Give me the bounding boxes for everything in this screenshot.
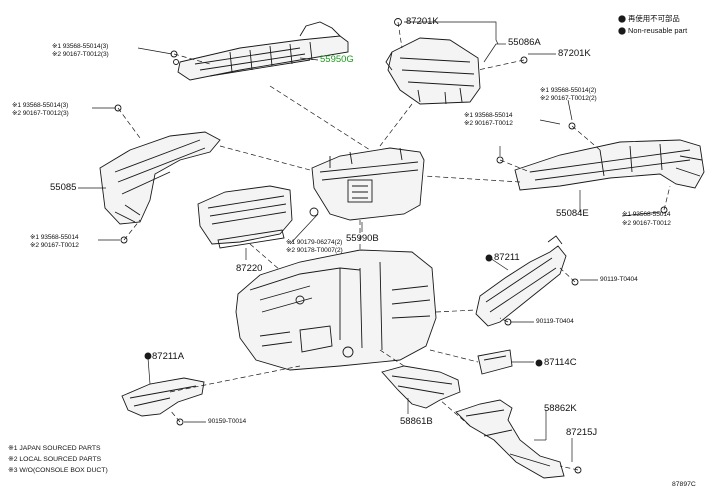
sublabel-ml-2[interactable]: ※2 90167-T0012(3) (12, 110, 69, 117)
part-label-87201K-right[interactable]: 87201K (558, 48, 591, 59)
legend-nonreusable-dot (618, 27, 626, 35)
part-label-55085[interactable]: 55085 (50, 182, 77, 193)
sublabel-cl-1[interactable]: ※1 90179-06274(2) (286, 239, 343, 246)
fasteners (114, 18, 668, 474)
sublabel-ll-2[interactable]: ※2 90167-T0012 (30, 242, 79, 249)
part-87220-shape[interactable] (197, 185, 293, 249)
legend-nonreusable-label: Non-reusable part (628, 26, 688, 35)
part-label-87211A[interactable]: 87211A (152, 351, 185, 362)
part-label-87201K-top[interactable]: 87201K (406, 16, 439, 27)
part-87211A-shape[interactable] (121, 377, 205, 417)
part-55950G-shape[interactable] (177, 21, 349, 81)
sublabel-rm-1[interactable]: ※1 93568-55014 (464, 112, 513, 119)
sublabel-rb-2[interactable]: ※2 90167-T0012 (622, 220, 671, 227)
sublabel-rt-2[interactable]: ※2 90167-T0012(2) (540, 95, 597, 102)
part-55084E-shape[interactable] (514, 139, 705, 191)
part-label-87215J[interactable]: 87215J (566, 427, 598, 438)
part-label-55086A[interactable]: 55086A (508, 37, 541, 48)
part-label-87211[interactable]: 87211 (494, 252, 520, 263)
part-label-55950G[interactable]: 55950G (320, 54, 354, 65)
sublabel-cl-2[interactable]: ※2 90178-T0007(2) (286, 247, 343, 254)
sublabel-rm-2[interactable]: ※2 90167-T0012 (464, 120, 513, 127)
part-label-58861B[interactable]: 58861B (400, 416, 433, 427)
sublabel-ml-1[interactable]: ※1 93568-55014(3) (12, 102, 69, 109)
part-label-58862K[interactable]: 58862K (544, 403, 577, 414)
part-label-90119-T0404-b[interactable]: 90119-T0404 (536, 318, 574, 325)
part-87211-shape[interactable] (475, 235, 567, 327)
sublabel-rb-1[interactable]: ※1 93568-55014 (622, 211, 671, 218)
part-87114C-shape[interactable] (477, 349, 513, 375)
footnote-1: ※1 JAPAN SOURCED PARTS (8, 445, 101, 452)
part-55990B-shape[interactable] (311, 147, 425, 221)
diagram-code: 87897C (672, 481, 696, 488)
part-label-87114C[interactable]: 87114C (544, 357, 577, 368)
part-55086A-shape[interactable] (385, 37, 481, 105)
sublabel-tl-2[interactable]: ※2 90167-T0012(3) (52, 51, 109, 58)
legend-reusable-dot (618, 15, 626, 23)
sublabel-ll-1[interactable]: ※1 93568-55014 (30, 234, 79, 241)
part-hvac-unit-shape (235, 249, 437, 371)
leader-lines (78, 21, 661, 462)
part-58861B-shape[interactable] (381, 365, 461, 409)
footnote-3: ※3 W/O(CONSOLE BOX DUCT) (8, 467, 108, 474)
sublabel-rt-1[interactable]: ※1 93568-55014(2) (540, 87, 597, 94)
part-label-90159-T0014[interactable]: 90159-T0014 (208, 418, 247, 425)
part-58862K-shape[interactable] (455, 399, 565, 479)
sublabel-tl-1[interactable]: ※1 93568-55014(3) (52, 43, 109, 50)
part-55085-shape[interactable] (99, 131, 221, 225)
legend-reusable-label: 再使用不可部品 (628, 14, 680, 23)
footnote-2: ※2 LOCAL SOURCED PARTS (8, 456, 102, 463)
part-label-87220[interactable]: 87220 (236, 263, 263, 274)
assembly-lines (117, 21, 671, 471)
part-label-90119-T0404-a[interactable]: 90119-T0404 (600, 276, 638, 283)
part-label-55084E[interactable]: 55084E (556, 208, 589, 219)
part-label-55990B[interactable]: 55990B (346, 233, 379, 244)
